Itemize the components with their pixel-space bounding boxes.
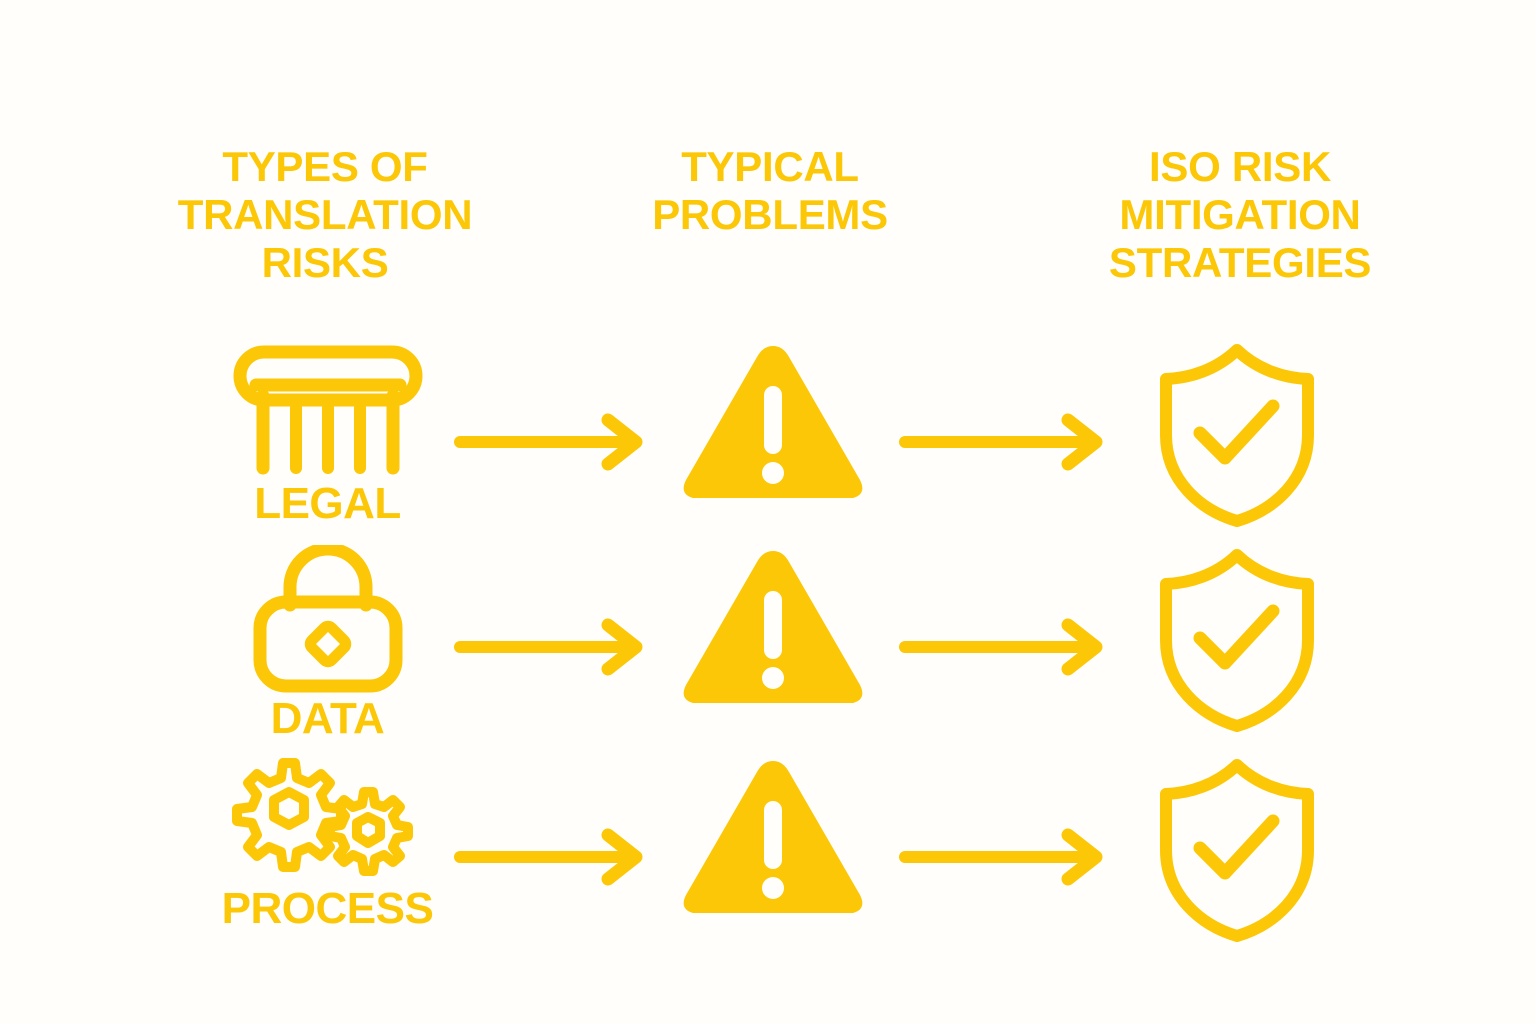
gears-icon: [232, 758, 413, 876]
arrow-right-icon: [899, 413, 1103, 471]
shield-check-icon: [1160, 344, 1314, 527]
arrow-right-icon: [454, 413, 643, 471]
problem-cell-data: [665, 545, 880, 710]
warning-triangle-icon: [683, 346, 862, 498]
warning-triangle-icon: [683, 551, 862, 703]
problem-cell-legal: [665, 340, 880, 505]
warning-triangle-icon: [683, 761, 862, 913]
column-heading-iso-risk-mitigation-strategies: ISO RISK MITIGATION STRATEGIES: [1108, 143, 1372, 286]
risk-label-process: PROCESS: [221, 884, 434, 933]
arrow-right-icon: [899, 618, 1103, 676]
arrow-problem-to-strategy-data: [895, 617, 1125, 677]
arrow-legal-to-problem: [450, 412, 665, 472]
arrow-problem-to-strategy-process: [895, 827, 1125, 887]
arrow-process-to-problem: [450, 827, 665, 887]
problem-cell-process: [665, 755, 880, 920]
risk-cell-process: PROCESS: [205, 755, 450, 931]
risk-label-legal: LEGAL: [254, 479, 401, 528]
risk-cell-legal: LEGAL: [205, 340, 450, 526]
risk-cell-data: DATA: [205, 545, 450, 741]
shield-check-icon: [1160, 549, 1314, 732]
pillar-icon: [233, 345, 422, 475]
strategy-cell-legal: [1135, 340, 1340, 530]
strategy-cell-data: [1135, 545, 1340, 735]
strategy-cell-process: [1135, 755, 1340, 945]
arrow-problem-to-strategy-legal: [895, 412, 1125, 472]
arrow-right-icon: [454, 618, 643, 676]
row-data: DATA: [0, 545, 1536, 755]
column-heading-types-of-translation-risks: TYPES OF TRANSLATION RISKS: [177, 143, 473, 286]
column-heading-typical-problems: TYPICAL PROBLEMS: [652, 143, 888, 238]
row-process: PROCESS: [0, 755, 1536, 965]
arrow-right-icon: [899, 828, 1103, 886]
shield-check-icon: [1160, 759, 1314, 942]
arrow-right-icon: [454, 828, 643, 886]
arrow-data-to-problem: [450, 617, 665, 677]
row-legal: LEGAL: [0, 340, 1536, 550]
risk-label-data: DATA: [270, 694, 385, 743]
padlock-icon: [253, 545, 402, 693]
